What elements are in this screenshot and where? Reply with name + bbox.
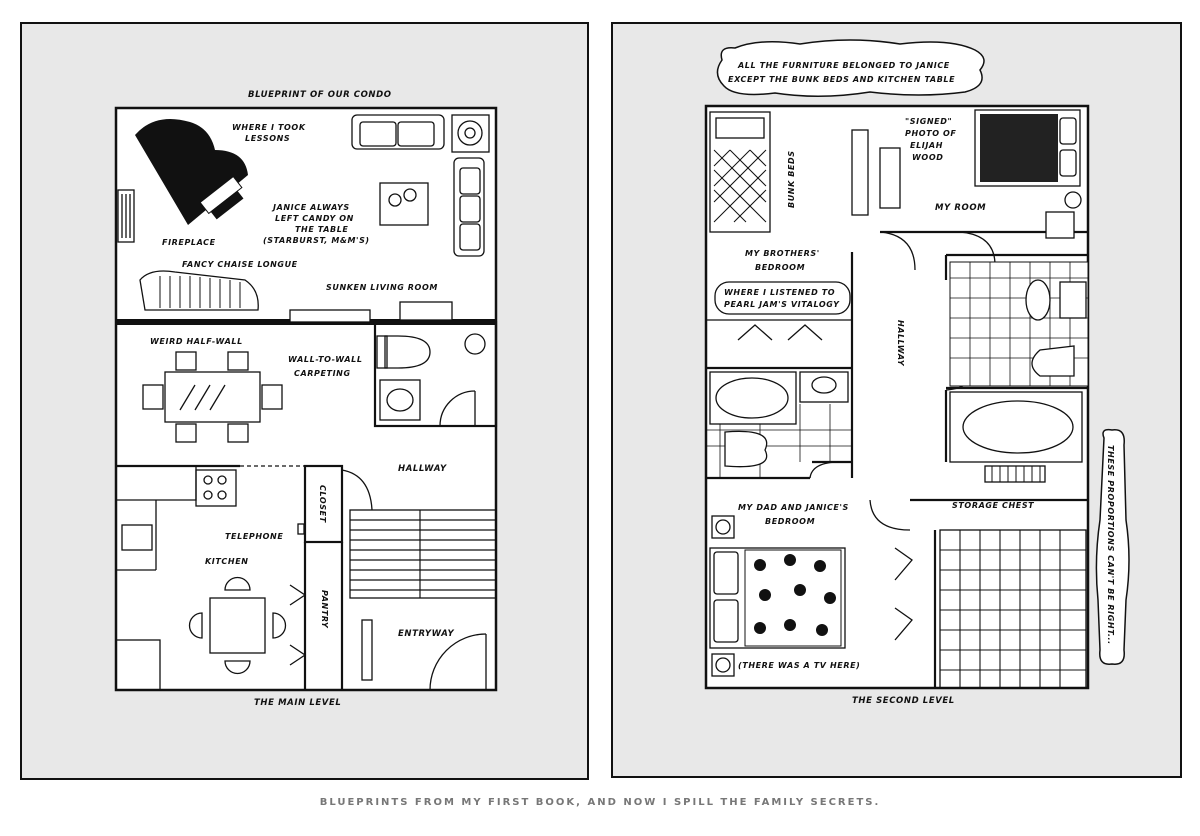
label-telephone: TELEPHONE [225, 532, 283, 541]
label-kitchen: KITCHEN [205, 557, 249, 566]
main-level-plan [114, 106, 498, 692]
label-piano-line1: WHERE I TOOK [232, 123, 306, 132]
label-storage-chest: STORAGE CHEST [952, 501, 1034, 510]
label-brothers-line1: MY BROTHERS' [745, 249, 820, 258]
label-fireplace: FIREPLACE [162, 238, 216, 247]
label-my-room: MY ROOM [935, 203, 986, 213]
label-chaise: FANCY CHAISE LONGUE [182, 260, 298, 269]
label-hallway-second: HALLWAY [896, 320, 905, 367]
furniture-note-line2: EXCEPT THE BUNK BEDS AND KITCHEN TABLE [728, 75, 955, 84]
main-level-footer: THE MAIN LEVEL [254, 698, 341, 708]
label-closet: CLOSET [318, 485, 327, 523]
label-pantry: PANTRY [320, 590, 329, 629]
side-note: THESE PROPORTIONS CAN'T BE RIGHT... [1106, 445, 1115, 645]
label-tv: (THERE WAS A TV HERE) [738, 661, 860, 670]
label-candy-line3: THE TABLE [295, 225, 349, 234]
label-candy-line4: (STARBURST, M&M'S) [263, 236, 370, 245]
label-signed-line4: WOOD [912, 153, 943, 162]
label-pearl-line1: WHERE I LISTENED TO [724, 288, 835, 297]
label-pearl-line2: PEARL JAM'S VITALOGY [724, 300, 840, 309]
label-piano-line2: LESSONS [245, 134, 290, 143]
main-level-labels: BLUEPRINT OF OUR CONDO WHERE I TOOK LESS… [150, 90, 455, 708]
label-brothers-line2: BEDROOM [755, 263, 805, 272]
label-candy-line2: LEFT CANDY ON [275, 214, 354, 223]
label-signed-line2: PHOTO OF [905, 129, 956, 138]
second-level-plan [704, 39, 1130, 690]
second-level-labels: ALL THE FURNITURE BELONGED TO JANICE EXC… [724, 61, 1115, 706]
label-entryway: ENTRYWAY [398, 629, 455, 639]
label-sunken: SUNKEN LIVING ROOM [326, 283, 438, 292]
label-hallway-main: HALLWAY [398, 464, 447, 474]
main-level-title: BLUEPRINT OF OUR CONDO [248, 90, 392, 100]
label-carpet-line1: WALL-TO-WALL [288, 355, 363, 364]
label-signed-line1: "SIGNED" [905, 117, 952, 126]
furniture-note-line1: ALL THE FURNITURE BELONGED TO JANICE [737, 61, 950, 70]
label-candy-line1: JANICE ALWAYS [271, 203, 350, 212]
label-dad-line2: BEDROOM [765, 517, 815, 526]
label-halfwall: WEIRD HALF-WALL [150, 337, 243, 346]
label-dad-line1: MY DAD AND JANICE'S [738, 503, 849, 512]
label-signed-line3: ELIJAH [910, 141, 943, 150]
label-bunk-beds: BUNK BEDS [787, 150, 796, 208]
page-caption: BLUEPRINTS FROM MY FIRST BOOK, AND NOW I… [319, 797, 881, 808]
second-level-footer: THE SECOND LEVEL [852, 696, 955, 706]
label-carpet-line2: CARPETING [294, 369, 351, 378]
